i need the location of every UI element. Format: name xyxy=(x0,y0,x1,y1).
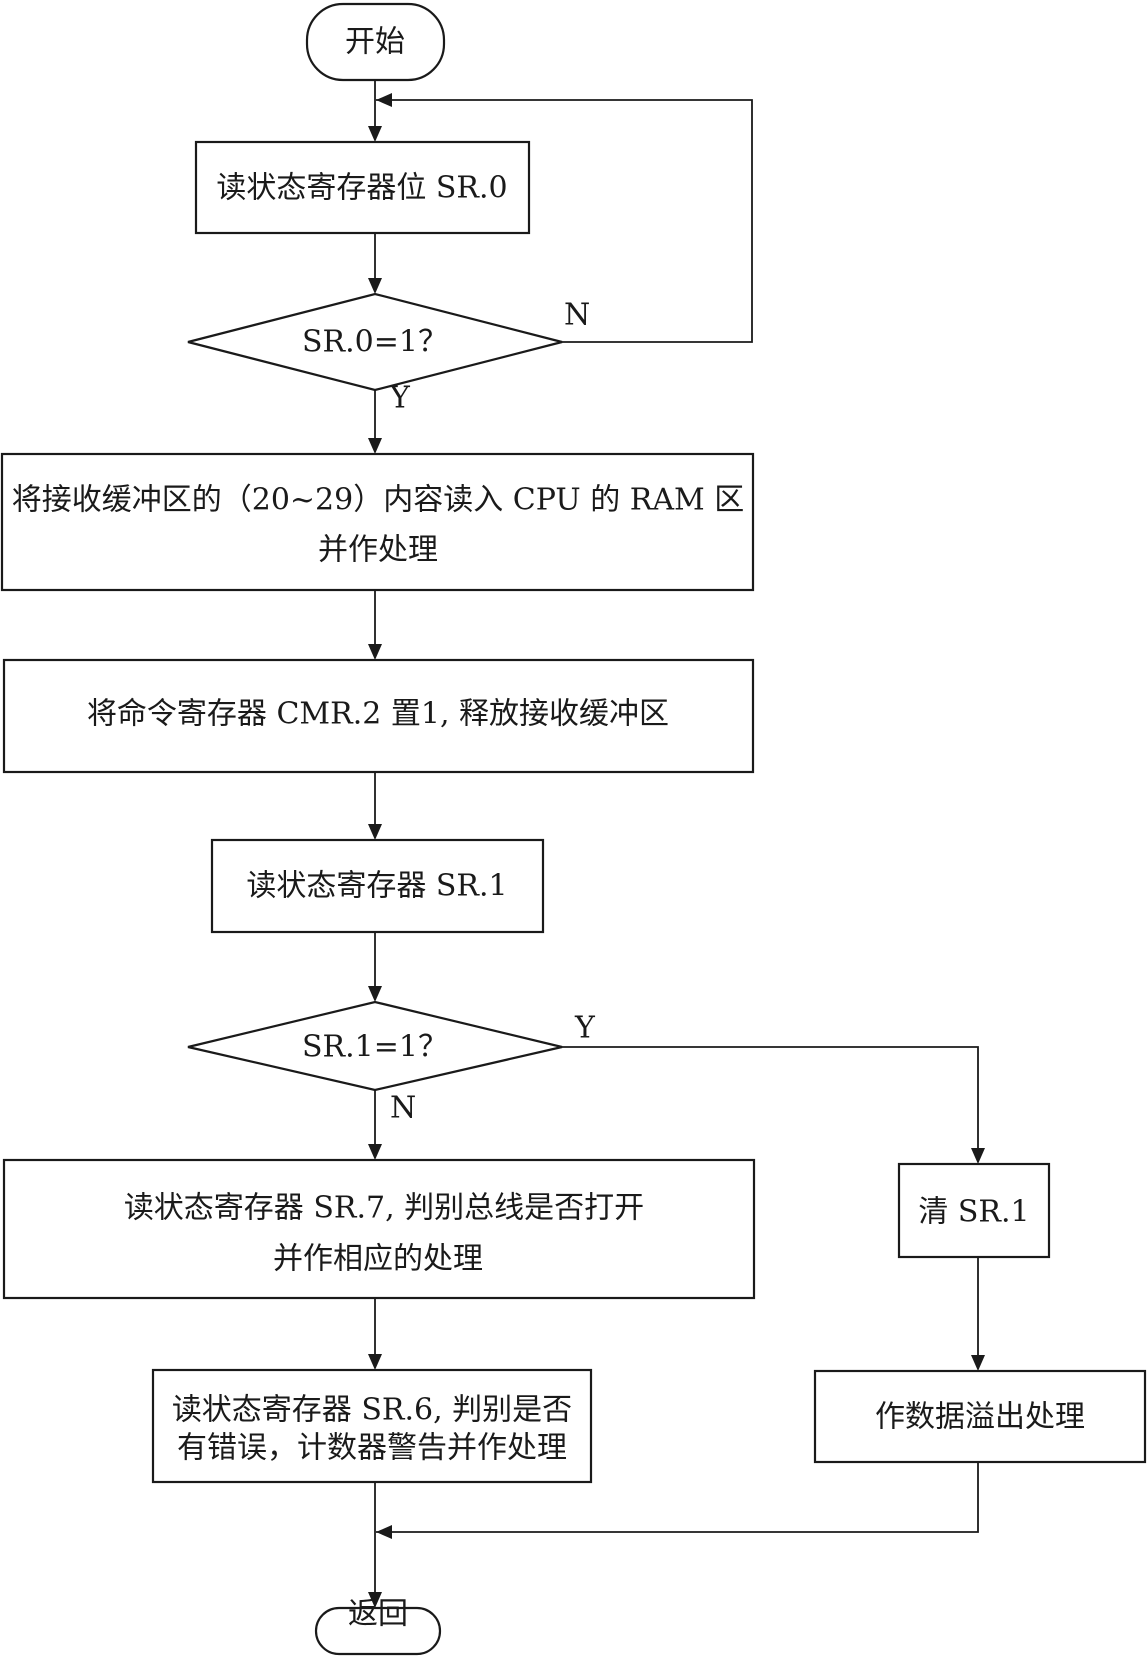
branch-label-n2: N xyxy=(390,1091,416,1126)
check-sr0-diamond xyxy=(187,292,563,392)
read-sr1-box xyxy=(210,838,545,934)
arrowhead xyxy=(368,1354,382,1370)
connectors xyxy=(368,80,985,1608)
read-sr6-label-line1: 读状态寄存器 SR.6, 判别是否 xyxy=(172,1393,572,1428)
check-sr0-label: SR.0=1？ xyxy=(302,325,448,360)
start-terminal xyxy=(305,2,446,82)
branch-label-y: Y xyxy=(389,381,411,416)
read-sr6-box xyxy=(151,1368,593,1484)
read-buffer-label-line1: 将接收缓冲区的（20~29）内容读入 CPU 的 RAM 区 xyxy=(12,483,745,518)
return-terminal xyxy=(314,1606,442,1656)
arrowhead xyxy=(971,1148,985,1164)
overflow-box xyxy=(813,1369,1147,1464)
read-sr1-label: 读状态寄存器 SR.1 xyxy=(246,869,507,904)
arrowhead xyxy=(368,986,382,1002)
arrowhead xyxy=(368,1144,382,1160)
check-sr1-diamond xyxy=(187,1000,563,1092)
release-buffer-box xyxy=(2,658,755,774)
arrowhead xyxy=(368,824,382,840)
arrowhead xyxy=(368,644,382,660)
release-buffer-label: 将命令寄存器 CMR.2 置1, 释放接收缓冲区 xyxy=(87,697,669,732)
read-sr7-label-line1: 读状态寄存器 SR.7, 判别总线是否打开 xyxy=(124,1191,644,1226)
arrowhead xyxy=(368,438,382,454)
branch-label-n: N xyxy=(564,298,590,333)
clear-sr1-box xyxy=(897,1162,1051,1259)
arrowhead xyxy=(376,93,392,107)
read-buffer-label-line2: 并作处理 xyxy=(318,533,438,568)
clear-sr1-label: 清 SR.1 xyxy=(918,1195,1029,1230)
read-sr7-box xyxy=(2,1158,756,1300)
connector-overflow-merge xyxy=(376,1462,979,1533)
arrowhead xyxy=(376,1525,392,1539)
connector-check2-clearsr1 xyxy=(562,1046,979,1162)
connector-loop-n xyxy=(376,99,753,343)
start-label: 开始 xyxy=(345,25,405,60)
read-sr0-box xyxy=(194,140,531,235)
read-sr0-label: 读状态寄存器位 SR.0 xyxy=(216,171,507,206)
arrowhead xyxy=(368,1592,382,1608)
check-sr1-label: SR.1=1？ xyxy=(302,1030,448,1065)
return-label: 返回 xyxy=(348,1597,408,1632)
read-buffer-box xyxy=(0,452,755,592)
arrowhead xyxy=(368,278,382,294)
read-sr7-label-line2: 并作相应的处理 xyxy=(273,1242,483,1277)
overflow-label: 作数据溢出处理 xyxy=(875,1400,1085,1435)
read-sr6-label-line2: 有错误，计数器警告并作处理 xyxy=(177,1431,567,1466)
arrowhead xyxy=(971,1355,985,1371)
branch-label-y2: Y xyxy=(574,1011,596,1046)
arrowhead xyxy=(368,126,382,142)
